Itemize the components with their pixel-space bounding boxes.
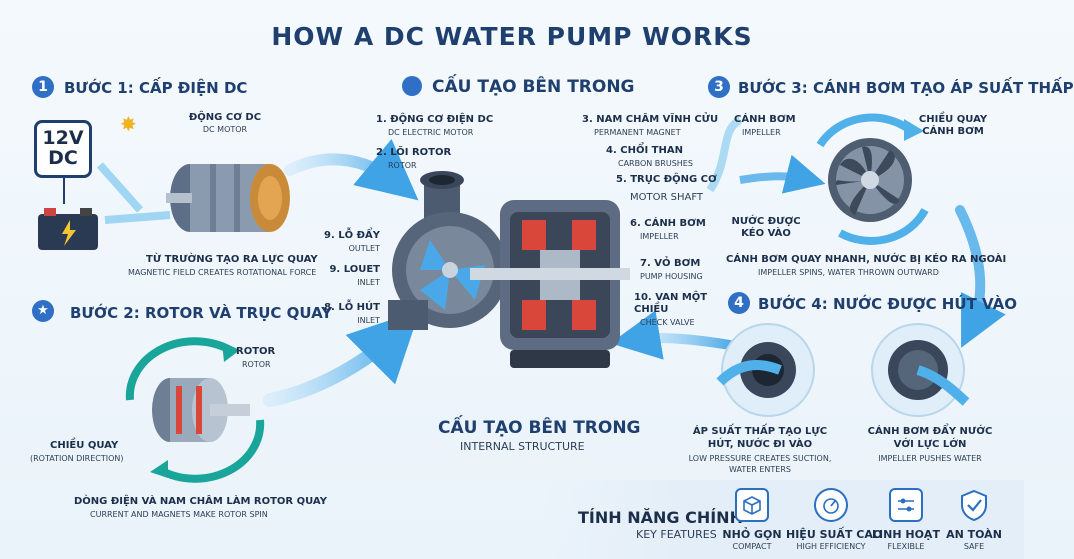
water-pulled-in-label-1: NƯỚC ĐƯỢC: [731, 216, 801, 227]
step-4-right-sub: IMPELLER PUSHES WATER: [878, 454, 982, 463]
step-1-caption: TỪ TRƯỜNG TẠO RA LỰC QUAY: [146, 254, 318, 265]
feature-compact-sub: COMPACT: [732, 542, 772, 551]
part-sub-10: CHECK VALVE: [640, 318, 695, 327]
step-1-title: BƯỚC 1: CẤP ĐIỆN DC: [64, 79, 248, 97]
part-sub-9-outlet: OUTLET: [348, 244, 380, 253]
feature-flexible-sub: FLEXIBLE: [887, 542, 925, 551]
part-label-9-louet: 9. LOUET: [329, 264, 380, 275]
feature-safe-sub: SAFE: [963, 542, 985, 551]
dc-motor-sublabel: DC MOTOR: [202, 125, 248, 134]
feature-efficiency-sub: HIGH EFFICIENCY: [796, 542, 866, 551]
step-4-left-sub-2: WATER ENTERS: [729, 465, 791, 474]
part-sub-4: CARBON BRUSHES: [618, 159, 693, 168]
impeller-rotation-label-2: CÁNH BƠM: [922, 126, 984, 137]
rotor-illustration: [125, 337, 265, 483]
lightbulb-icon: ★: [32, 300, 54, 322]
step-4-title: BƯỚC 4: NƯỚC ĐƯỢC HÚT VÀO: [758, 295, 1017, 313]
impeller-label: CÁNH BƠM: [734, 114, 796, 125]
page-title: HOW A DC WATER PUMP WORKS: [271, 22, 753, 51]
water-pulled-in-label-2: KÉO VÀO: [741, 228, 791, 239]
step-2-title: BƯỚC 2: ROTOR VÀ TRỤC QUAY: [70, 304, 333, 322]
part-label-2: 2. LÕI ROTOR: [376, 147, 452, 158]
feature-flexible-label: LINH HOẠT: [872, 528, 940, 541]
impeller-sublabel: IMPELLER: [742, 128, 781, 137]
part-label-4: 4. CHỔI THAN: [606, 145, 683, 156]
step-3-title: BƯỚC 3: CÁNH BƠM TẠO ÁP SUẤT THẤP: [738, 79, 1074, 97]
part-sub-2: ROTOR: [388, 161, 417, 170]
step-4-right-caption-1: CÁNH BƠM ĐẨY NƯỚC: [867, 426, 993, 437]
gauge-icon: [814, 488, 848, 522]
features-panel: [540, 480, 1024, 559]
step-4-right-caption-2: VỚI LỰC LỚN: [893, 439, 967, 450]
step-4-badge: 4: [728, 292, 750, 314]
step-2-caption-sub: CURRENT AND MAGNETS MAKE ROTOR SPIN: [90, 510, 268, 519]
step-1-badge: 1: [32, 76, 54, 98]
feature-compact: [728, 488, 776, 522]
step-4-left-caption-1: ÁP SUẤT THẤP TẠO LỰC: [692, 426, 828, 437]
suction-closeup-illustration: [716, 323, 815, 417]
part-label-8: 8. LỖ HÚT: [324, 302, 380, 313]
sliders-icon: [889, 488, 923, 522]
feature-efficiency: [807, 488, 855, 522]
step-4-left-caption-2: HÚT, NƯỚC ĐI VÀO: [707, 439, 813, 450]
features-title: TÍNH NĂNG CHÍNH: [578, 508, 743, 527]
part-sub-7: PUMP HOUSING: [640, 272, 703, 281]
part-label-6: 6. CÁNH BƠM: [630, 218, 706, 229]
step-1-wires: [63, 162, 171, 224]
center-heading-dot: [402, 76, 422, 96]
step-4-left-sub-1: LOW PRESSURE CREATES SUCTION,: [688, 454, 832, 463]
pump-cutaway-illustration: [388, 171, 630, 368]
part-label-3: 3. NAM CHÂM VĨNH CỬU: [582, 114, 719, 125]
center-heading: CẤU TẠO BÊN TRONG: [432, 77, 635, 97]
voltage-type: DC: [48, 147, 78, 169]
part-label-1: 1. ĐỘNG CƠ ĐIỆN DC: [376, 114, 494, 125]
features-sub: KEY FEATURES: [636, 528, 717, 541]
impeller-illustration: [816, 113, 929, 245]
lightbulb-icon: ✸: [120, 112, 137, 136]
shield-icon: [957, 488, 991, 522]
dc-motor-illustration: [166, 164, 290, 232]
part-sub-1: DC ELECTRIC MOTOR: [388, 128, 474, 137]
rotation-direction-sub: (ROTATION DIRECTION): [30, 454, 124, 463]
part-sub-8: INLET: [357, 316, 380, 325]
feature-safe: [950, 488, 998, 522]
water-flow-lines: [263, 116, 1006, 407]
center-bottom-sub: INTERNAL STRUCTURE: [460, 440, 585, 453]
step-1-caption-sub: MAGNETIC FIELD CREATES ROTATIONAL FORCE: [128, 268, 317, 277]
dc-motor-label: ĐỘNG CƠ DC: [188, 112, 262, 123]
rotor-label: ROTOR: [236, 346, 276, 357]
part-sub-6: IMPELLER: [640, 232, 679, 241]
part-sub-9-louet: INLET: [357, 278, 380, 287]
rotor-sublabel: ROTOR: [242, 360, 271, 369]
impeller-rotation-label-1: CHIỀU QUAY: [918, 114, 988, 125]
step-2-caption: DÒNG ĐIỆN VÀ NAM CHÂM LÀM ROTOR QUAY: [74, 496, 327, 507]
part-sub-5: MOTOR SHAFT: [630, 192, 703, 203]
part-sub-3: PERMANENT MAGNET: [594, 128, 681, 137]
feature-compact-label: NHỎ GỌN: [722, 528, 782, 541]
feature-flexible: [882, 488, 930, 522]
impeller-push-closeup-illustration: [871, 323, 970, 417]
step-3-caption-sub: IMPELLER SPINS, WATER THROWN OUTWARD: [758, 268, 939, 277]
feature-safe-label: AN TOÀN: [946, 528, 1002, 541]
part-label-10: 10. VAN MỘT CHIỀU: [634, 292, 708, 315]
center-bottom-heading: CẤU TẠO BÊN TRONG: [438, 418, 641, 438]
feature-efficiency-label: HIỆU SUẤT CAO: [786, 528, 883, 541]
box-icon: [735, 488, 769, 522]
part-label-9-outlet: 9. LỖ ĐẨY: [324, 230, 380, 241]
part-label-7: 7. VỎ BƠM: [640, 258, 701, 269]
voltage-value: 12V: [42, 127, 84, 149]
rotation-direction-label: CHIỀU QUAY: [50, 440, 119, 451]
step-3-badge: 3: [708, 76, 730, 98]
part-label-5: 5. TRỤC ĐỘNG CƠ: [616, 174, 717, 185]
step-3-caption: CÁNH BƠM QUAY NHANH, NƯỚC BỊ KÉO RA NGOÀ…: [726, 254, 1007, 265]
voltage-box: 12V DC: [34, 120, 92, 178]
battery-icon: [38, 208, 98, 250]
